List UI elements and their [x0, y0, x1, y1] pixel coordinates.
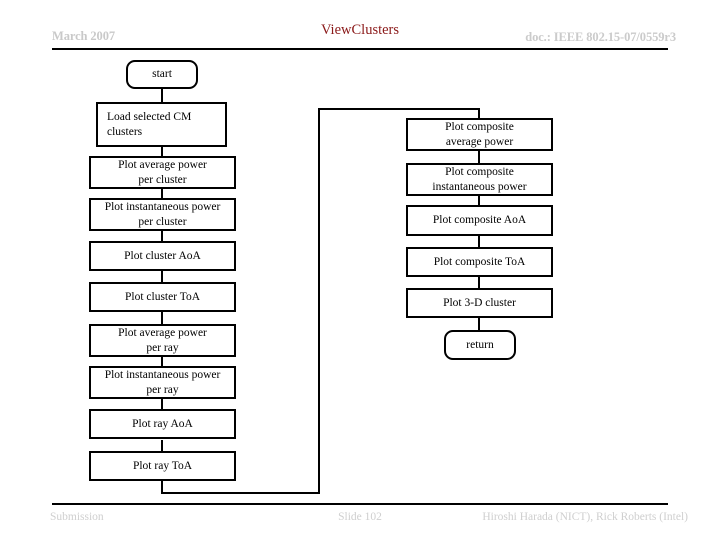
- edge-top-horizontal: [318, 108, 480, 110]
- edge-load-to-avgpwr: [161, 146, 163, 156]
- node-plot-ray-aoa[interactable]: Plot ray AoA: [89, 409, 236, 439]
- node-composite-toa-label: Plot composite ToA: [433, 255, 526, 268]
- node-plot-average-power-per-ray[interactable]: Plot average power per ray: [89, 324, 236, 357]
- node-composite-avg-power-label: Plot composite average power: [445, 121, 514, 148]
- node-start-label: start: [152, 68, 172, 81]
- footer-authors: Hiroshi Harada (NICT), Rick Roberts (Int…: [482, 511, 688, 523]
- node-avg-power-cluster-label: Plot average power per cluster: [118, 159, 207, 186]
- edge-compinst-to-compaoa: [478, 194, 480, 206]
- node-plot-ray-toa[interactable]: Plot ray ToA: [89, 451, 236, 481]
- node-plot-cluster-aoa[interactable]: Plot cluster AoA: [89, 241, 236, 271]
- edge-bottom-horizontal: [161, 492, 320, 494]
- node-load-clusters-label: Load selected CM clusters: [107, 111, 192, 138]
- node-return-label: return: [466, 338, 494, 351]
- node-ray-aoa-label: Plot ray AoA: [132, 417, 193, 430]
- node-inst-power-cluster-label: Plot instantaneous power per cluster: [104, 201, 221, 228]
- footer-submission: Submission: [50, 511, 104, 523]
- node-cluster-toa-label: Plot cluster ToA: [124, 290, 200, 303]
- edge-compaoa-to-comptoa: [478, 236, 480, 248]
- edge-clustertoa-to-avgray: [161, 312, 163, 324]
- edge-compavg-to-compinst: [478, 150, 480, 164]
- edge-feed-into-compavg: [478, 108, 480, 119]
- node-composite-aoa-label: Plot composite AoA: [432, 214, 527, 227]
- header-date: March 2007: [52, 29, 115, 43]
- node-plot-average-power-per-cluster[interactable]: Plot average power per cluster: [89, 156, 236, 189]
- node-start[interactable]: start: [126, 60, 198, 89]
- header-divider: [52, 48, 668, 50]
- edge-instray-to-rayaoa: [161, 398, 163, 410]
- node-plot-composite-toa[interactable]: Plot composite ToA: [406, 247, 553, 277]
- edge-instpwr-to-clusteraoa: [161, 230, 163, 242]
- node-load-selected-cm-clusters[interactable]: Load selected CM clusters: [96, 102, 227, 147]
- edge-raytoa-down: [161, 481, 163, 494]
- node-plot-instantaneous-power-per-ray[interactable]: Plot instantaneous power per ray: [89, 366, 236, 399]
- node-plot-composite-aoa[interactable]: Plot composite AoA: [406, 205, 553, 236]
- header-doc-id: doc.: IEEE 802.15-07/0559r3: [525, 30, 676, 44]
- edge-avgpwr-to-instpwr: [161, 188, 163, 198]
- page-title: ViewClusters: [320, 22, 400, 38]
- edge-avgray-to-instray: [161, 356, 163, 366]
- footer-divider: [52, 503, 668, 505]
- node-composite-inst-power-label: Plot composite instantaneous power: [432, 166, 527, 193]
- edge-clusteraoa-to-clustertoa: [161, 270, 163, 282]
- node-avg-power-ray-label: Plot average power per ray: [118, 327, 207, 354]
- node-plot-3d-cluster[interactable]: Plot 3-D cluster: [406, 288, 553, 318]
- node-plot-cluster-toa[interactable]: Plot cluster ToA: [89, 282, 236, 312]
- edge-right-vertical: [318, 108, 320, 494]
- node-ray-toa-label: Plot ray ToA: [132, 459, 193, 472]
- edge-start-to-load: [161, 88, 163, 102]
- node-plot-composite-instantaneous-power[interactable]: Plot composite instantaneous power: [406, 163, 553, 196]
- node-plot-3d-cluster-label: Plot 3-D cluster: [443, 296, 516, 309]
- node-inst-power-ray-label: Plot instantaneous power per ray: [104, 369, 221, 396]
- node-plot-instantaneous-power-per-cluster[interactable]: Plot instantaneous power per cluster: [89, 198, 236, 231]
- footer-slide-number: Slide 102: [338, 511, 382, 523]
- edge-rayaoa-to-raytoa: [161, 440, 163, 452]
- node-return[interactable]: return: [444, 330, 516, 360]
- node-cluster-aoa-label: Plot cluster AoA: [124, 249, 201, 262]
- edge-comptoa-to-plot3d: [478, 276, 480, 288]
- edge-plot3d-to-return: [478, 318, 480, 331]
- node-plot-composite-average-power[interactable]: Plot composite average power: [406, 118, 553, 151]
